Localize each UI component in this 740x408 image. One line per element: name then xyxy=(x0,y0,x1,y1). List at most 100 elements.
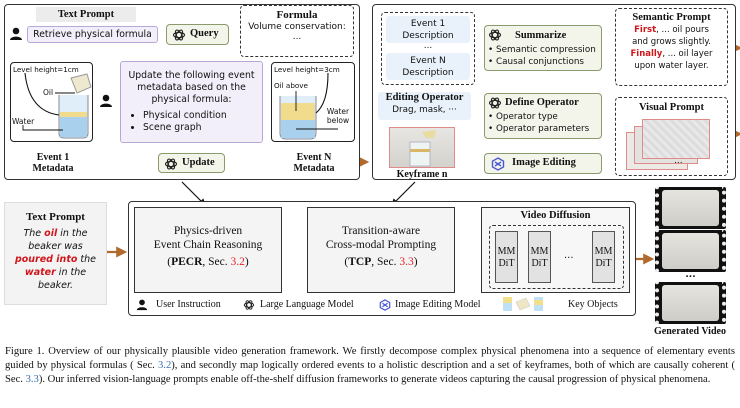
define-bullet-1-text: Operator type xyxy=(496,112,558,122)
prompt-highlight: water xyxy=(24,267,56,278)
tcp-abbr: TCP xyxy=(348,256,372,268)
semantic-finally: Finally xyxy=(630,49,663,59)
pecr-ref: (PECR, Sec. 3.2) xyxy=(167,256,249,268)
tcp-sec: , Sec. xyxy=(371,256,400,268)
events-ellipsis: ... xyxy=(423,41,433,51)
input-text-prompt-body: The oil in the beaker was poured into th… xyxy=(13,227,98,292)
pecr-section-link[interactable]: 3.2 xyxy=(230,256,245,268)
event1-oil-label: Oil xyxy=(43,88,54,97)
event1-metadata-label: Event 1 Metadata xyxy=(32,152,74,174)
define-operator-llm-box: Define Operator • Operator type • Operat… xyxy=(484,93,602,139)
user-icon xyxy=(9,27,23,41)
pecr-abbr: PECR xyxy=(171,256,203,268)
llm-icon xyxy=(488,28,502,42)
user-icon xyxy=(99,94,113,108)
define-operator-title: Define Operator xyxy=(505,97,579,108)
caption-part-1: Figure 1. Overview of our physically pla… xyxy=(5,346,735,371)
eventN-water-label: Water below xyxy=(326,107,350,125)
video-frame-2[interactable] xyxy=(655,230,726,272)
pecr-sec: , Sec. xyxy=(202,256,231,268)
update-label: Update xyxy=(182,157,215,168)
llm-icon xyxy=(172,28,186,42)
pecr-module[interactable]: Physics-driven Event Chain Reasoning (PE… xyxy=(134,207,282,293)
video-diffusion-box: Video Diffusion MM DiT MM DiT ... MM DiT xyxy=(481,207,630,293)
mmdit-block-n: MM DiT xyxy=(592,231,615,283)
llm-icon xyxy=(488,96,502,110)
tcp-module[interactable]: Transition-aware Cross-modal Prompting (… xyxy=(307,207,455,293)
input-text-prompt-box: Text Prompt The oil in the beaker was po… xyxy=(4,202,107,305)
legend-image-editing-model: Image Editing Model xyxy=(395,299,481,310)
tcp-section-link[interactable]: 3.3 xyxy=(399,256,414,268)
caption-ref-sec-3-2[interactable]: 3.2 xyxy=(158,360,172,371)
legend-llm: Large Language Model xyxy=(260,299,354,310)
query-label: Query xyxy=(190,28,219,39)
formula-text: Volume conservation: xyxy=(248,22,346,32)
summarize-bullet-1: • Semantic compression xyxy=(488,45,596,55)
input-text-prompt-title: Text Prompt xyxy=(26,211,85,223)
image-editing-model-icon xyxy=(379,299,391,311)
llm-icon xyxy=(243,299,255,311)
event1-illustration: Level height=1cm Oil Water xyxy=(10,62,93,142)
summarize-bullet-2: • Causal conjunctions xyxy=(488,57,584,67)
define-bullet-2: • Operator parameters xyxy=(488,124,590,134)
bullet-physical-condition: Physical condition xyxy=(143,110,262,122)
visual-prompt-frame-1 xyxy=(642,119,710,159)
event1-water-label: Water xyxy=(12,117,35,126)
image-editing-label: Image Editing xyxy=(512,157,576,168)
tcp-ref: (TCP, Sec. 3.3) xyxy=(344,256,418,268)
retrieve-formula-instruction: Retrieve physical formula xyxy=(27,26,158,43)
mmdit-block-2: MM DiT xyxy=(528,231,551,283)
tcp-line-1: Transition-aware xyxy=(341,225,421,237)
summarize-bullet-2-text: Causal conjunctions xyxy=(496,57,584,67)
eventN-oil-label: Oil above xyxy=(274,81,308,90)
visual-prompt-box: Visual Prompt ... xyxy=(615,97,728,176)
beaker-drawing-1 xyxy=(22,72,92,139)
prompt-text-segment: The xyxy=(23,228,45,239)
video-frame-n[interactable] xyxy=(655,282,726,324)
visual-prompt-title: Visual Prompt xyxy=(638,102,705,113)
prompt-text-segment: the xyxy=(77,254,97,265)
pecr-line-1: Physics-driven xyxy=(173,225,243,237)
semantic-line-1: , ... oil pours xyxy=(656,25,709,35)
caption-part-2: ), and secondly map logically ordered ev… xyxy=(5,360,735,385)
caption-part-3: ). Our inferred vision-language prompts … xyxy=(38,374,711,385)
editing-operator-box: Editing Operator Drag, mask, ··· xyxy=(378,92,471,120)
formula-ellipsis: ... xyxy=(292,32,302,42)
define-bullet-1: • Operator type xyxy=(488,112,558,122)
eventN-description: Event N Description xyxy=(386,53,470,80)
semantic-line-4: upon water layer. xyxy=(634,61,709,71)
summarize-title: Summarize xyxy=(515,30,567,41)
update-llm-box: Update xyxy=(158,153,225,173)
formula-box: Formula Volume conservation: ... xyxy=(240,5,354,57)
user-icon xyxy=(136,299,148,311)
semantic-first: First xyxy=(634,25,657,35)
video-diffusion-title: Video Diffusion xyxy=(520,210,591,221)
mmdit-stack: MM DiT MM DiT ... MM DiT xyxy=(489,225,624,289)
glass-drawing xyxy=(409,130,436,167)
caption-ref-sec-3-3[interactable]: 3.3 xyxy=(25,374,39,385)
legend-user-instruction: User Instruction xyxy=(156,299,221,310)
mmdit-block-1: MM DiT xyxy=(495,231,518,283)
semantic-line-2: and grows slightly. xyxy=(632,37,711,47)
eventN-level-label: Level height=3cm xyxy=(274,65,340,74)
formula-title: Formula xyxy=(276,9,318,21)
generated-video-label: Generated Video xyxy=(654,326,726,337)
summarize-llm-box: Summarize • Semantic compression • Causa… xyxy=(484,25,602,71)
event1-level-label: Level height=1cm xyxy=(13,65,79,74)
mmdit-label: MM DiT xyxy=(530,246,549,269)
semantic-prompt-box: Semantic Prompt First, ... oil pours and… xyxy=(615,8,728,86)
eventN-metadata-label: Event N Metadata xyxy=(293,152,335,174)
text-prompt-label: Text Prompt xyxy=(36,7,136,22)
prompt-text-segment: in the beaker was xyxy=(28,228,88,252)
eventN-illustration: Level height=3cm Oil above Water below xyxy=(271,62,355,142)
keyframe-label: Keyframe n xyxy=(396,169,448,180)
video-frame-1[interactable] xyxy=(655,187,726,229)
prompt-text-segment: in the beaker. xyxy=(37,267,87,291)
llm-icon xyxy=(164,157,178,171)
event-descriptions-box: Event 1 Description ... Event N Descript… xyxy=(381,12,475,85)
update-bullets: Physical condition Scene graph xyxy=(121,110,262,134)
figure-caption: Figure 1. Overview of our physically pla… xyxy=(5,345,735,387)
image-editing-model-icon xyxy=(491,157,505,171)
editing-operator-title: Editing Operator xyxy=(385,92,464,103)
tcp-line-2: Cross-modal Prompting xyxy=(325,239,437,251)
